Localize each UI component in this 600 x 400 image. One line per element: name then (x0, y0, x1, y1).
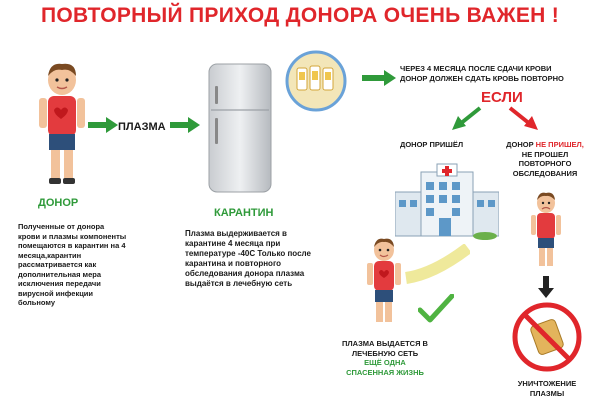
branch-no-rest3: ОБСЛЕДОВАНИЯ (512, 168, 578, 178)
issued-line4: СПАСЕННАЯ ЖИЗНЬ (346, 367, 424, 377)
arrow-to-notice (362, 70, 396, 86)
arrow-branch-no (508, 106, 538, 132)
donor-label: ДОНОР (38, 197, 79, 209)
sad-donor-figure (526, 190, 566, 272)
check-icon (418, 294, 454, 324)
issued-line3: ЕЩЁ ОДНА (364, 358, 406, 367)
branch-no-red: НЕ ПРИШЕЛ, (535, 140, 584, 149)
destroy-label: УНИЧТОЖЕНИЕ ПЛАЗМЫ (505, 379, 589, 398)
donor-description: Полученные от донора крови и плазмы комп… (18, 222, 127, 307)
branch-yes-label: ДОНОР ПРИШЁЛ (400, 140, 464, 149)
plasma-issued-text: ПЛАЗМА ВЫДАЕТСЯ В ЛЕЧЕБНУЮ СЕТЬ ЕЩЁ ОДНА… (330, 339, 440, 377)
notice-line1: ЧЕРЕЗ 4 МЕСЯЦА ПОСЛЕ СДАЧИ КРОВИ (400, 64, 552, 73)
donor-figure (30, 60, 94, 190)
destroy-line2: ПЛАЗМЫ (529, 388, 565, 398)
issued-line2: ЛЕЧЕБНУЮ СЕТЬ (351, 348, 419, 358)
arrow-to-fridge (170, 117, 200, 133)
arrow-branch-yes (452, 106, 482, 132)
crossed-plasma-icon (510, 300, 584, 374)
notice-text: ЧЕРЕЗ 4 МЕСЯЦА ПОСЛЕ СДАЧИ КРОВИ ДОНОР Д… (400, 64, 600, 83)
arrived-donor-figure (362, 236, 406, 330)
plasma-bags-icon (285, 50, 347, 112)
quarantine-description: Плазма выдерживается в карантине 4 месяц… (185, 229, 311, 288)
destroy-line1: УНИЧТОЖЕНИЕ (517, 379, 577, 388)
page-title: ПОВТОРНЫЙ ПРИХОД ДОНОРА ОЧЕНЬ ВАЖЕН ! (40, 4, 560, 27)
if-label: ЕСЛИ (481, 89, 523, 106)
plasma-label: ПЛАЗМА (118, 121, 166, 133)
hospital-icon (395, 162, 499, 240)
branch-no-rest1: НЕ ПРОШЕЛ (521, 149, 569, 159)
issued-line1: ПЛАЗМА ВЫДАЕТСЯ В (342, 339, 428, 348)
branch-no-prefix: ДОНОР (506, 140, 534, 149)
branch-no-label: ДОНОР НЕ ПРИШЕЛ, НЕ ПРОШЕЛ ПОВТОРНОГО ОБ… (495, 140, 595, 178)
notice-line2: ДОНОР ДОЛЖЕН СДАТЬ КРОВЬ ПОВТОРНО (400, 73, 564, 83)
arrow-to-plasma (88, 117, 118, 133)
branch-no-rest2: ПОВТОРНОГО (518, 159, 572, 168)
fridge-icon (205, 60, 277, 198)
arrow-down (538, 276, 554, 298)
glow-path (404, 244, 470, 284)
quarantine-label: КАРАНТИН (214, 207, 274, 219)
